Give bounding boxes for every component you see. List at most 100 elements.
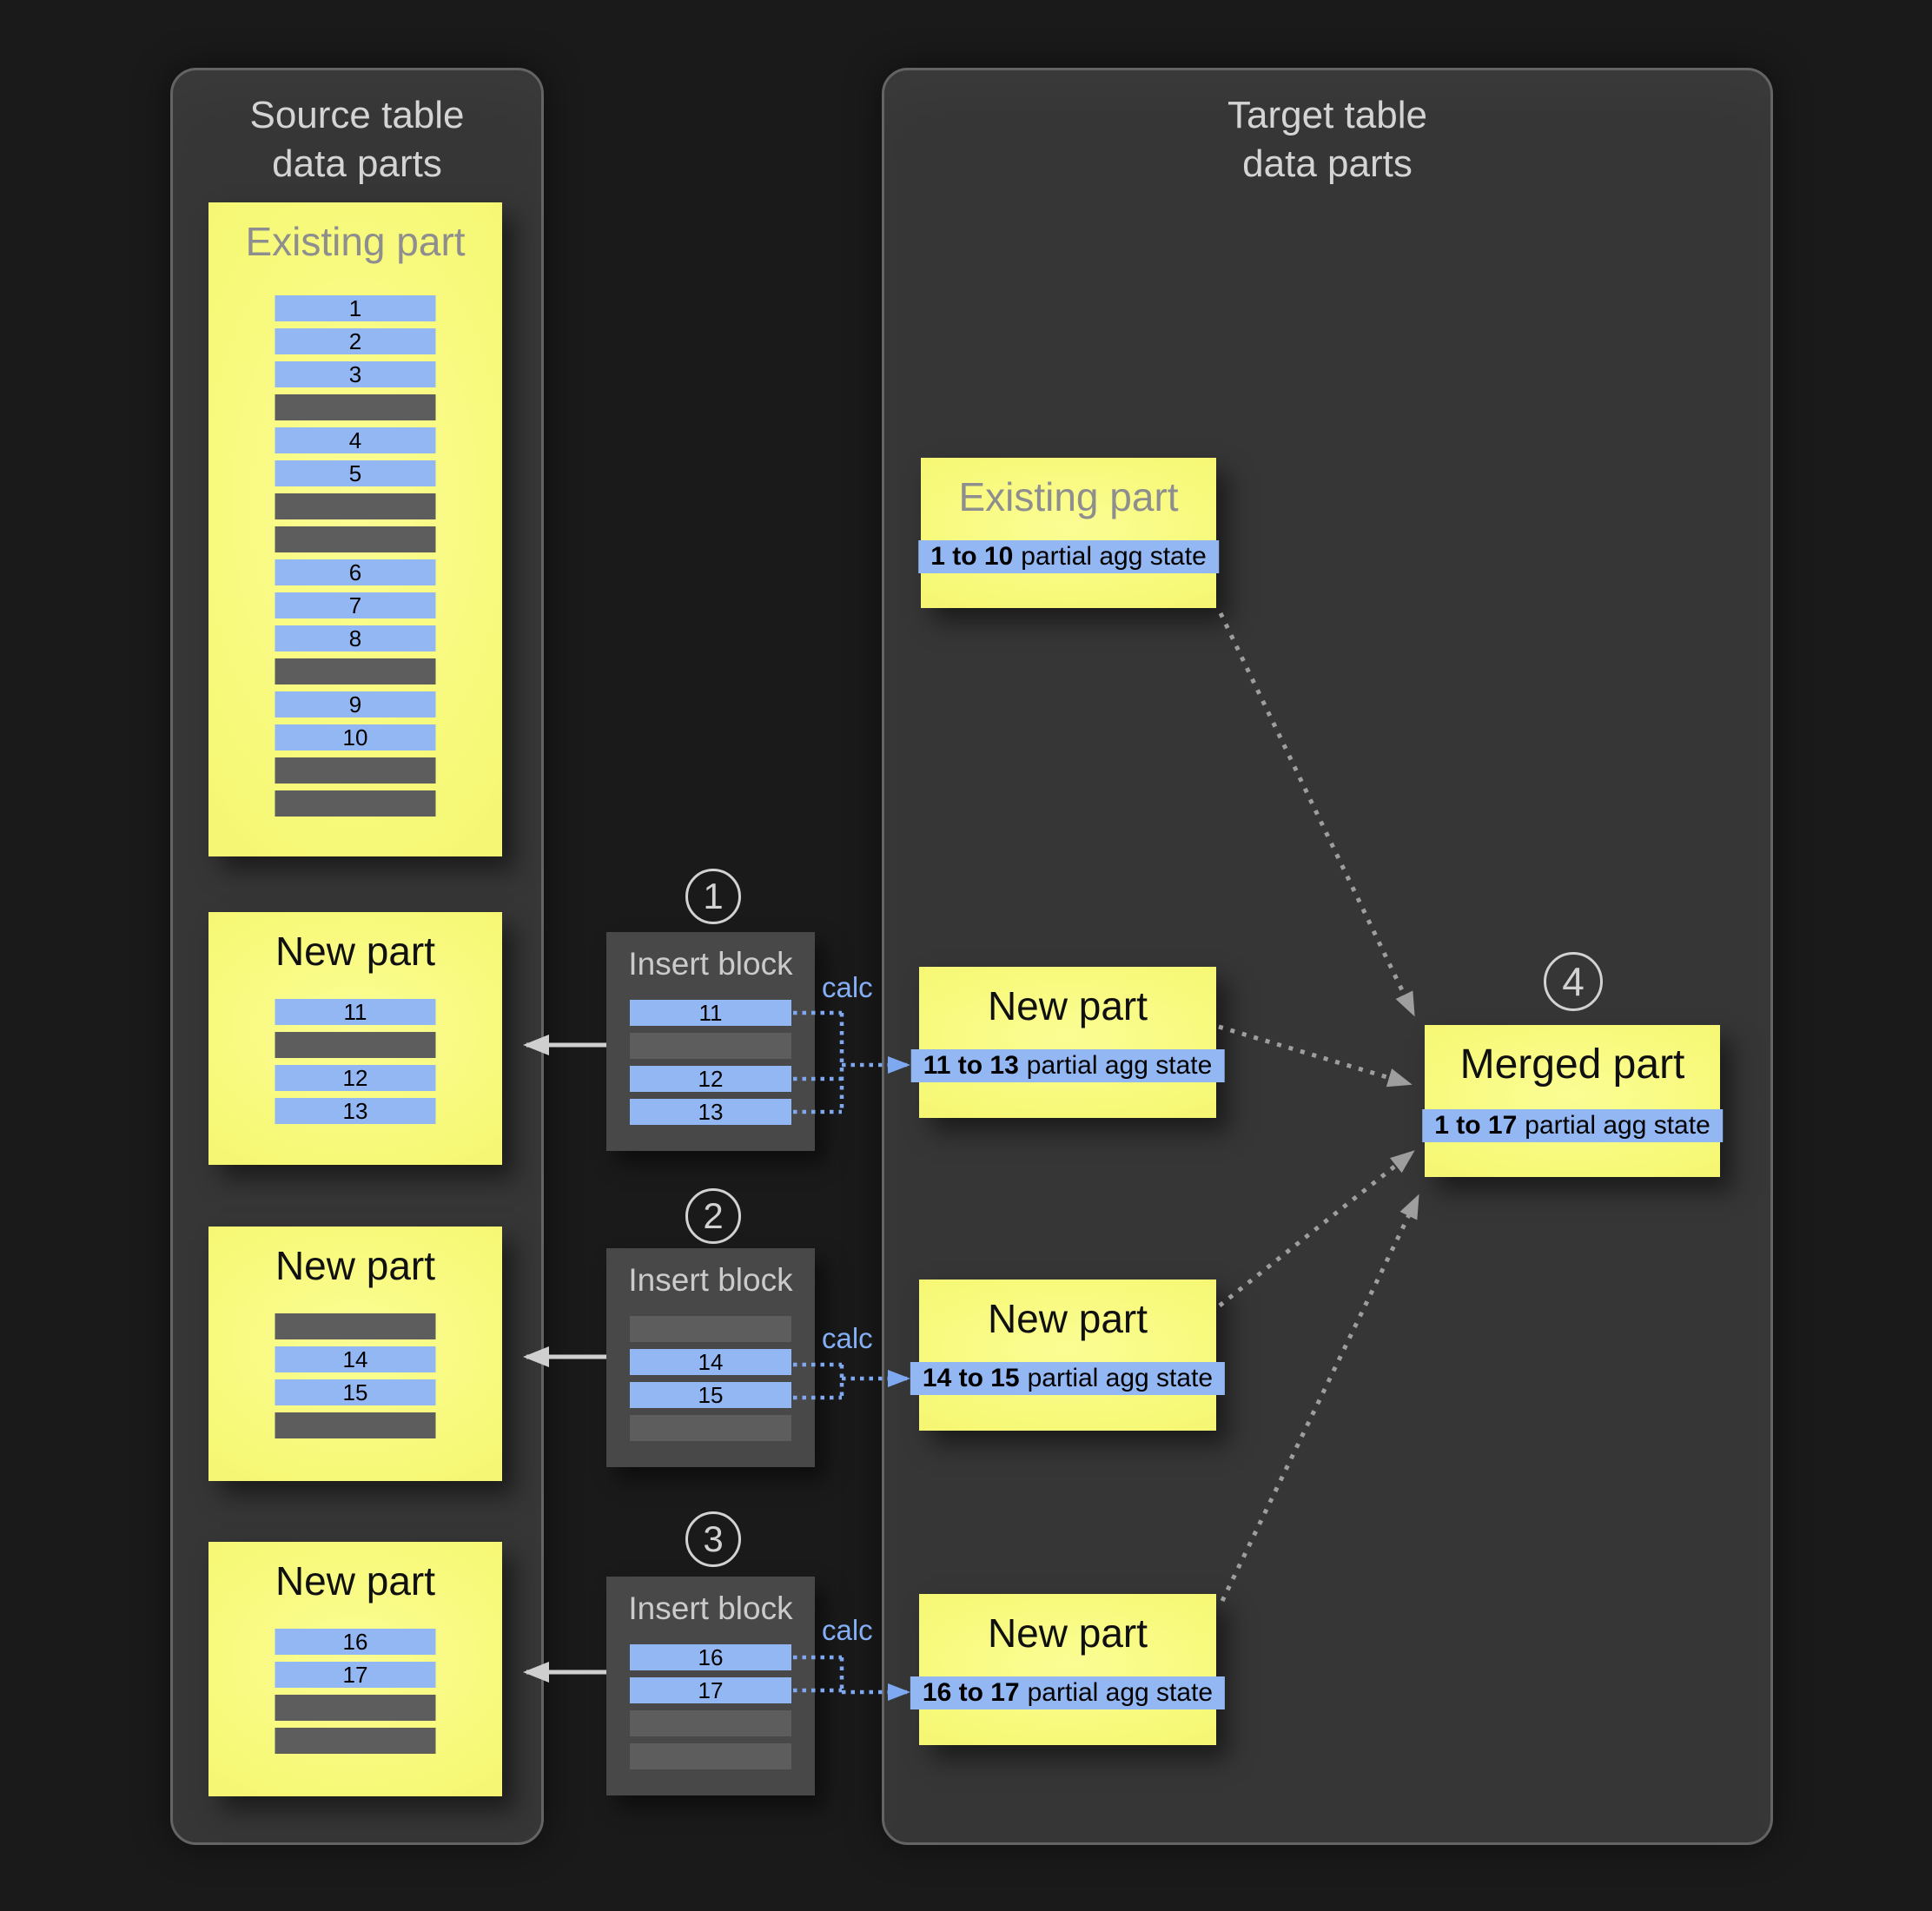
insert-block-2-title: Insert block xyxy=(628,1262,793,1298)
target-existing-part: Existing part 1 to 10 partial agg state xyxy=(918,458,1219,608)
source-existing-part: Existing part 1 2 3 4 5 6 7 8 9 10 xyxy=(208,202,502,856)
data-row-gray xyxy=(275,1412,436,1438)
agg-range: 1 to 10 xyxy=(930,542,1014,571)
data-row-gray xyxy=(630,1710,791,1736)
step-2-badge: 2 xyxy=(685,1188,741,1244)
step-4-number: 4 xyxy=(1562,959,1585,1004)
source-panel-title-line2: data parts xyxy=(272,142,442,186)
data-row-gray xyxy=(275,526,436,552)
data-row-blue: 17 xyxy=(275,1662,436,1688)
agg-suffix: partial agg state xyxy=(1027,1678,1214,1707)
insert-block-1-rows: 11 12 13 xyxy=(630,1000,791,1125)
data-row-blue: 11 xyxy=(275,999,436,1025)
data-row-blue: 13 xyxy=(275,1098,436,1124)
data-row-gray xyxy=(275,493,436,519)
data-row-gray xyxy=(275,1728,436,1754)
insert-block-1: Insert block 11 12 13 xyxy=(606,932,815,1151)
source-new-part-1-title: New part xyxy=(275,929,436,974)
data-row-blue: 3 xyxy=(275,361,436,387)
data-row-blue: 12 xyxy=(630,1066,791,1092)
source-new-part-3-title: New part xyxy=(275,1558,436,1604)
target-new-part-3-title: New part xyxy=(987,1610,1148,1656)
agg-suffix: partial agg state xyxy=(1525,1111,1710,1140)
target-panel-title-line1: Target table xyxy=(1227,94,1427,136)
data-row-blue: 12 xyxy=(275,1065,436,1091)
step-1-number: 1 xyxy=(703,876,724,916)
step-1-badge: 1 xyxy=(685,869,741,924)
calc-label-3: calc xyxy=(822,1614,873,1646)
step-3-number: 3 xyxy=(703,1518,724,1559)
data-row-gray xyxy=(275,394,436,420)
target-merged-part-title: Merged part xyxy=(1459,1041,1685,1088)
agg-suffix: partial agg state xyxy=(1026,1051,1213,1080)
insert-block-3-title: Insert block xyxy=(628,1590,793,1626)
calc-label-1: calc xyxy=(822,971,873,1003)
data-row-blue: 15 xyxy=(275,1379,436,1405)
data-row-gray xyxy=(275,1695,436,1721)
target-new-part-3-agg-state: 16 to 17 partial agg state xyxy=(910,1676,1226,1709)
insert-block-1-title: Insert block xyxy=(628,946,793,982)
target-panel-title: Target table data parts xyxy=(884,91,1770,189)
step-2-number: 2 xyxy=(703,1195,724,1236)
source-existing-part-title: Existing part xyxy=(245,219,466,264)
target-new-part-1-agg-state: 11 to 13 partial agg state xyxy=(910,1049,1225,1082)
data-row-blue: 17 xyxy=(630,1677,791,1703)
data-row-blue: 16 xyxy=(275,1629,436,1655)
target-new-part-3: New part 16 to 17 partial agg state xyxy=(910,1594,1226,1745)
data-row-blue: 7 xyxy=(275,592,436,618)
agg-range: 1 to 17 xyxy=(1434,1111,1518,1140)
agg-suffix: partial agg state xyxy=(1021,542,1207,571)
data-row-gray xyxy=(630,1743,791,1769)
data-row-gray xyxy=(275,658,436,684)
source-new-part-1: New part 11 12 13 xyxy=(208,912,502,1165)
data-row-blue: 6 xyxy=(275,559,436,585)
data-row-blue: 5 xyxy=(275,460,436,486)
data-row-blue: 13 xyxy=(630,1099,791,1125)
data-row-gray xyxy=(275,757,436,784)
target-new-part-1-title: New part xyxy=(987,983,1148,1028)
target-new-part-2-title: New part xyxy=(987,1296,1148,1341)
data-row-blue: 8 xyxy=(275,625,436,651)
data-row-gray xyxy=(630,1316,791,1342)
data-row-gray xyxy=(630,1033,791,1059)
insert-block-2: Insert block 14 15 xyxy=(606,1248,815,1467)
data-row-gray xyxy=(275,1032,436,1058)
calc-label-2: calc xyxy=(822,1322,873,1354)
source-panel-title: Source table data parts xyxy=(173,91,541,189)
data-row-blue: 10 xyxy=(275,724,436,751)
source-new-part-1-rows: 11 12 13 xyxy=(275,999,436,1124)
target-panel-title-line2: data parts xyxy=(1242,142,1413,186)
target-new-part-2-agg-state: 14 to 15 partial agg state xyxy=(910,1362,1226,1395)
data-row-blue: 15 xyxy=(630,1382,791,1408)
data-row-blue: 14 xyxy=(630,1349,791,1375)
source-new-part-2-title: New part xyxy=(275,1243,436,1288)
data-row-blue: 1 xyxy=(275,295,436,321)
target-existing-part-title: Existing part xyxy=(958,474,1179,519)
data-row-blue: 9 xyxy=(275,691,436,717)
data-row-blue: 16 xyxy=(630,1644,791,1670)
agg-range: 14 to 15 xyxy=(922,1364,1020,1392)
target-merged-part-agg-state: 1 to 17 partial agg state xyxy=(1422,1109,1723,1142)
target-new-part-2: New part 14 to 15 partial agg state xyxy=(910,1280,1226,1431)
data-row-blue: 2 xyxy=(275,328,436,354)
target-table-panel: Target table data parts xyxy=(882,68,1773,1845)
agg-range: 11 to 13 xyxy=(923,1051,1019,1080)
agg-suffix: partial agg state xyxy=(1027,1364,1214,1392)
data-row-gray xyxy=(275,1313,436,1339)
target-new-part-1: New part 11 to 13 partial agg state xyxy=(910,967,1225,1118)
target-existing-part-agg-state: 1 to 10 partial agg state xyxy=(918,540,1219,573)
source-panel-title-line1: Source table xyxy=(249,94,465,136)
data-row-blue: 11 xyxy=(630,1000,791,1026)
data-row-blue: 4 xyxy=(275,427,436,453)
data-row-blue: 14 xyxy=(275,1346,436,1372)
step-4-badge: 4 xyxy=(1544,952,1603,1011)
data-row-gray xyxy=(275,790,436,817)
step-3-badge: 3 xyxy=(685,1511,741,1567)
